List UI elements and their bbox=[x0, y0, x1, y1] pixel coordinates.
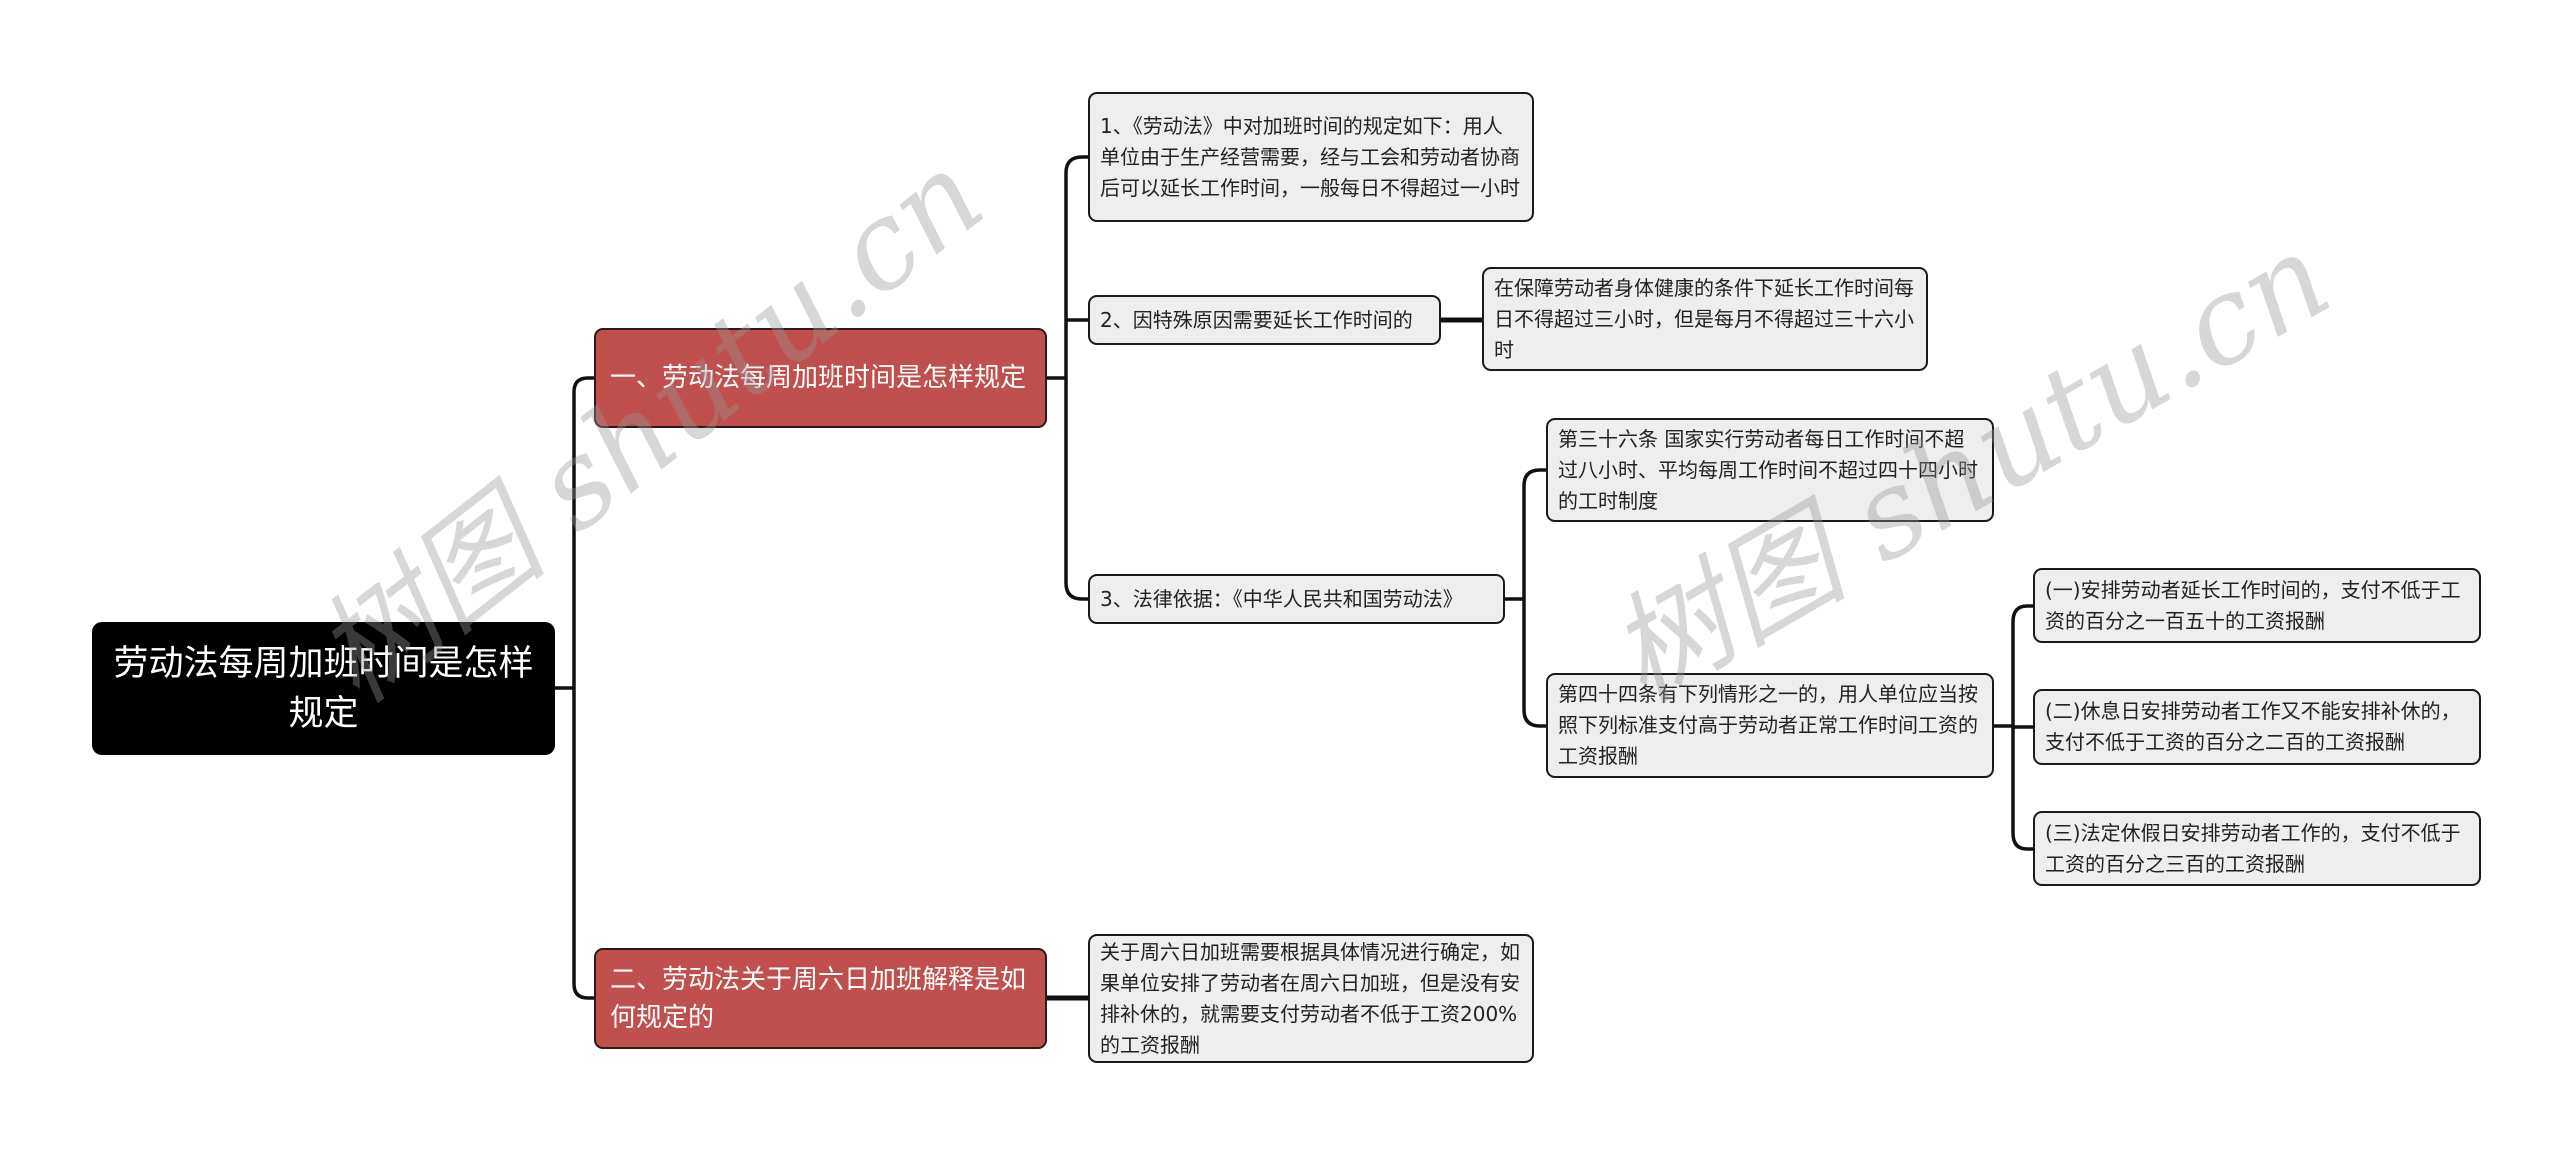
leaf-node-weekend-pay[interactable]: 关于周六日加班需要根据具体情况进行确定，如果单位安排了劳动者在周六日加班，但是没… bbox=[1088, 934, 1534, 1063]
branch-label: 一、劳动法每周加班时间是怎样规定 bbox=[610, 363, 1027, 393]
leaf-node-three-hours-limit[interactable]: 在保障劳动者身体健康的条件下延长工作时间每日不得超过三小时，但是每月不得超过三十… bbox=[1482, 267, 1928, 371]
root-node[interactable]: 劳动法每周加班时间是怎样规定 bbox=[92, 622, 555, 755]
branch-node-weekend-overtime[interactable]: 二、劳动法关于周六日加班解释是如何规定的 bbox=[594, 948, 1047, 1049]
leaf-label: (三)法定休假日安排劳动者工作的，支付不低于工资的百分之三百的工资报酬 bbox=[2045, 820, 2461, 876]
leaf-label: 关于周六日加班需要根据具体情况进行确定，如果单位安排了劳动者在周六日加班，但是没… bbox=[1100, 939, 1520, 1057]
leaf-node-clause-2[interactable]: (二)休息日安排劳动者工作又不能安排补休的，支付不低于工资的百分之二百的工资报酬 bbox=[2033, 689, 2481, 765]
leaf-label: 3、法律依据：《中华人民共和国劳动法》 bbox=[1100, 586, 1463, 611]
leaf-label: (二)休息日安排劳动者工作又不能安排补休的，支付不低于工资的百分之二百的工资报酬 bbox=[2045, 699, 2461, 754]
leaf-node-clause-1[interactable]: (一)安排劳动者延长工作时间的，支付不低于工资的百分之一百五十的工资报酬 bbox=[2033, 568, 2481, 643]
leaf-label: 第三十六条 国家实行劳动者每日工作时间不超过八小时、平均每周工作时间不超过四十四… bbox=[1558, 426, 1978, 513]
leaf-node-labor-law-rule[interactable]: 1、《劳动法》中对加班时间的规定如下：用人单位由于生产经营需要，经与工会和劳动者… bbox=[1088, 92, 1534, 222]
leaf-node-article-36[interactable]: 第三十六条 国家实行劳动者每日工作时间不超过八小时、平均每周工作时间不超过四十四… bbox=[1546, 418, 1994, 522]
branch-node-overtime-rules[interactable]: 一、劳动法每周加班时间是怎样规定 bbox=[594, 328, 1047, 428]
leaf-node-special-reasons[interactable]: 2、因特殊原因需要延长工作时间的 bbox=[1088, 295, 1441, 345]
leaf-label: (一)安排劳动者延长工作时间的，支付不低于工资的百分之一百五十的工资报酬 bbox=[2045, 577, 2461, 633]
leaf-node-article-44[interactable]: 第四十四条有下列情形之一的，用人单位应当按照下列标准支付高于劳动者正常工作时间工… bbox=[1546, 673, 1994, 778]
leaf-node-legal-basis[interactable]: 3、法律依据：《中华人民共和国劳动法》 bbox=[1088, 574, 1505, 624]
leaf-label: 第四十四条有下列情形之一的，用人单位应当按照下列标准支付高于劳动者正常工作时间工… bbox=[1558, 682, 1978, 768]
leaf-node-clause-3[interactable]: (三)法定休假日安排劳动者工作的，支付不低于工资的百分之三百的工资报酬 bbox=[2033, 811, 2481, 886]
root-label: 劳动法每周加班时间是怎样规定 bbox=[113, 643, 534, 734]
leaf-label: 2、因特殊原因需要延长工作时间的 bbox=[1100, 307, 1413, 332]
leaf-label: 在保障劳动者身体健康的条件下延长工作时间每日不得超过三小时，但是每月不得超过三十… bbox=[1494, 275, 1914, 362]
branch-label: 二、劳动法关于周六日加班解释是如何规定的 bbox=[610, 964, 1027, 1033]
leaf-label: 1、《劳动法》中对加班时间的规定如下：用人单位由于生产经营需要，经与工会和劳动者… bbox=[1100, 113, 1520, 200]
